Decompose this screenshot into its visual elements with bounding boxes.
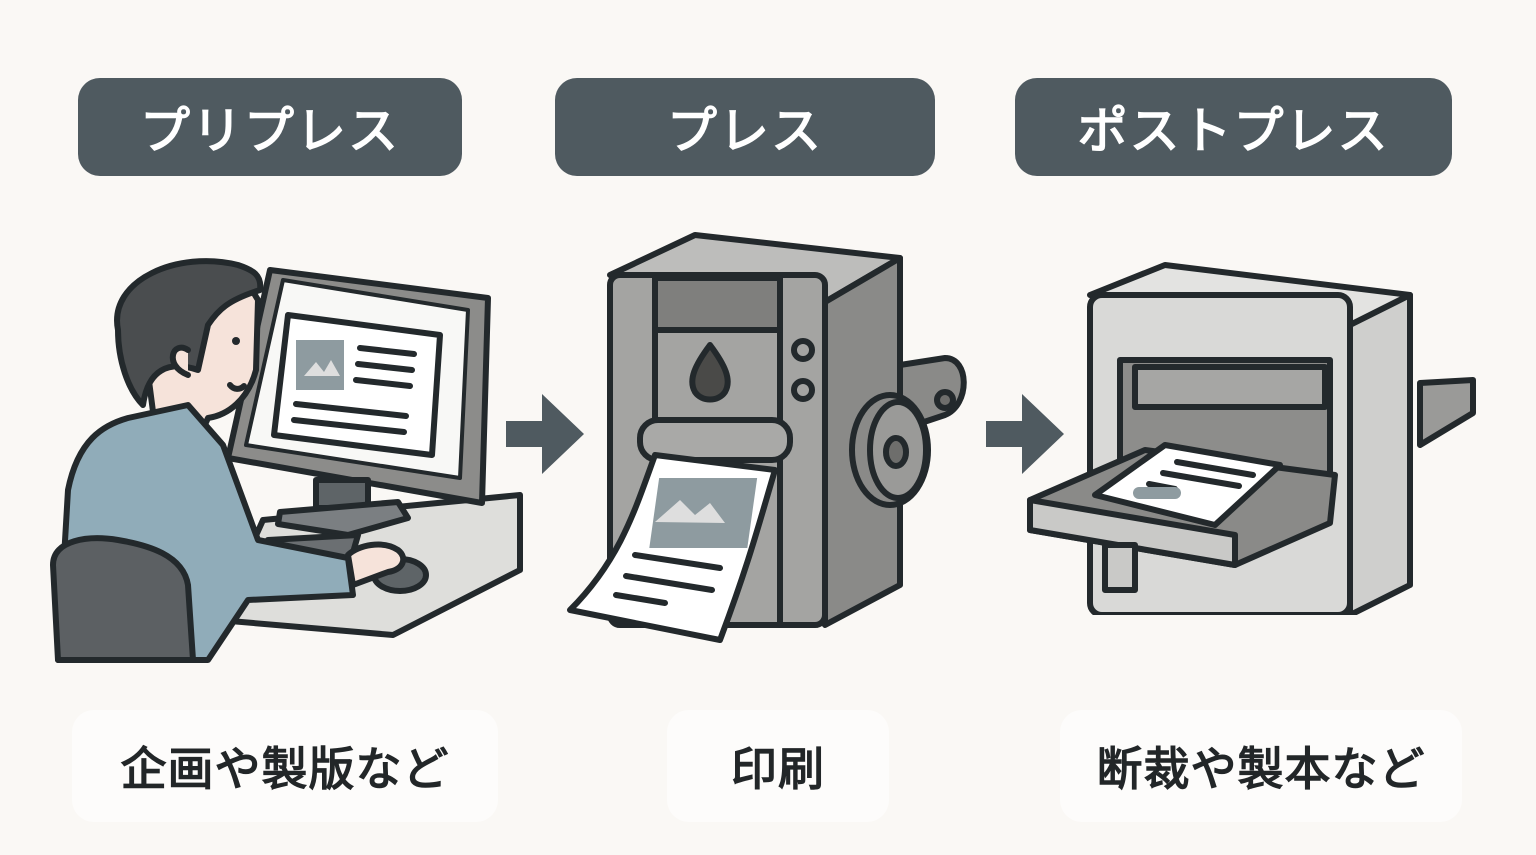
- machine-side: [1347, 292, 1413, 615]
- chair: [50, 535, 196, 663]
- hand: [345, 541, 407, 588]
- press-button: [791, 338, 815, 362]
- stage-caption-prepress: 企画や製版など: [72, 710, 498, 822]
- stage-caption-press: 印刷: [667, 710, 889, 822]
- stage-header-prepress: プリプレス: [78, 78, 462, 176]
- stage-title: プレス: [667, 102, 823, 160]
- monitor-base: [275, 499, 411, 538]
- person-at-computer-illustration: [50, 258, 523, 663]
- stage-title: プリプレス: [140, 102, 400, 160]
- right-arrow-icon: [506, 394, 584, 474]
- caption-text: 企画や製版など: [120, 742, 450, 796]
- finished-paper: [1092, 442, 1283, 528]
- cutting-binding-machine-illustration: [1027, 262, 1476, 615]
- stage-header-postpress: ポストプレス: [1015, 78, 1452, 176]
- ink-drop-icon: [689, 342, 731, 403]
- press-button: [791, 378, 815, 402]
- printing-press-illustration: [567, 232, 967, 643]
- stage-caption-postpress: 断裁や製本など: [1060, 710, 1462, 822]
- right-arrow-icon: [986, 394, 1064, 474]
- screen-image-icon: [296, 340, 344, 390]
- caption-text: 断裁や製本など: [1096, 742, 1426, 796]
- caption-text: 印刷: [731, 742, 825, 796]
- stage-title: ポストプレス: [1077, 102, 1390, 160]
- stage-header-press: プレス: [555, 78, 935, 176]
- ear: [169, 344, 191, 378]
- hair: [114, 258, 264, 408]
